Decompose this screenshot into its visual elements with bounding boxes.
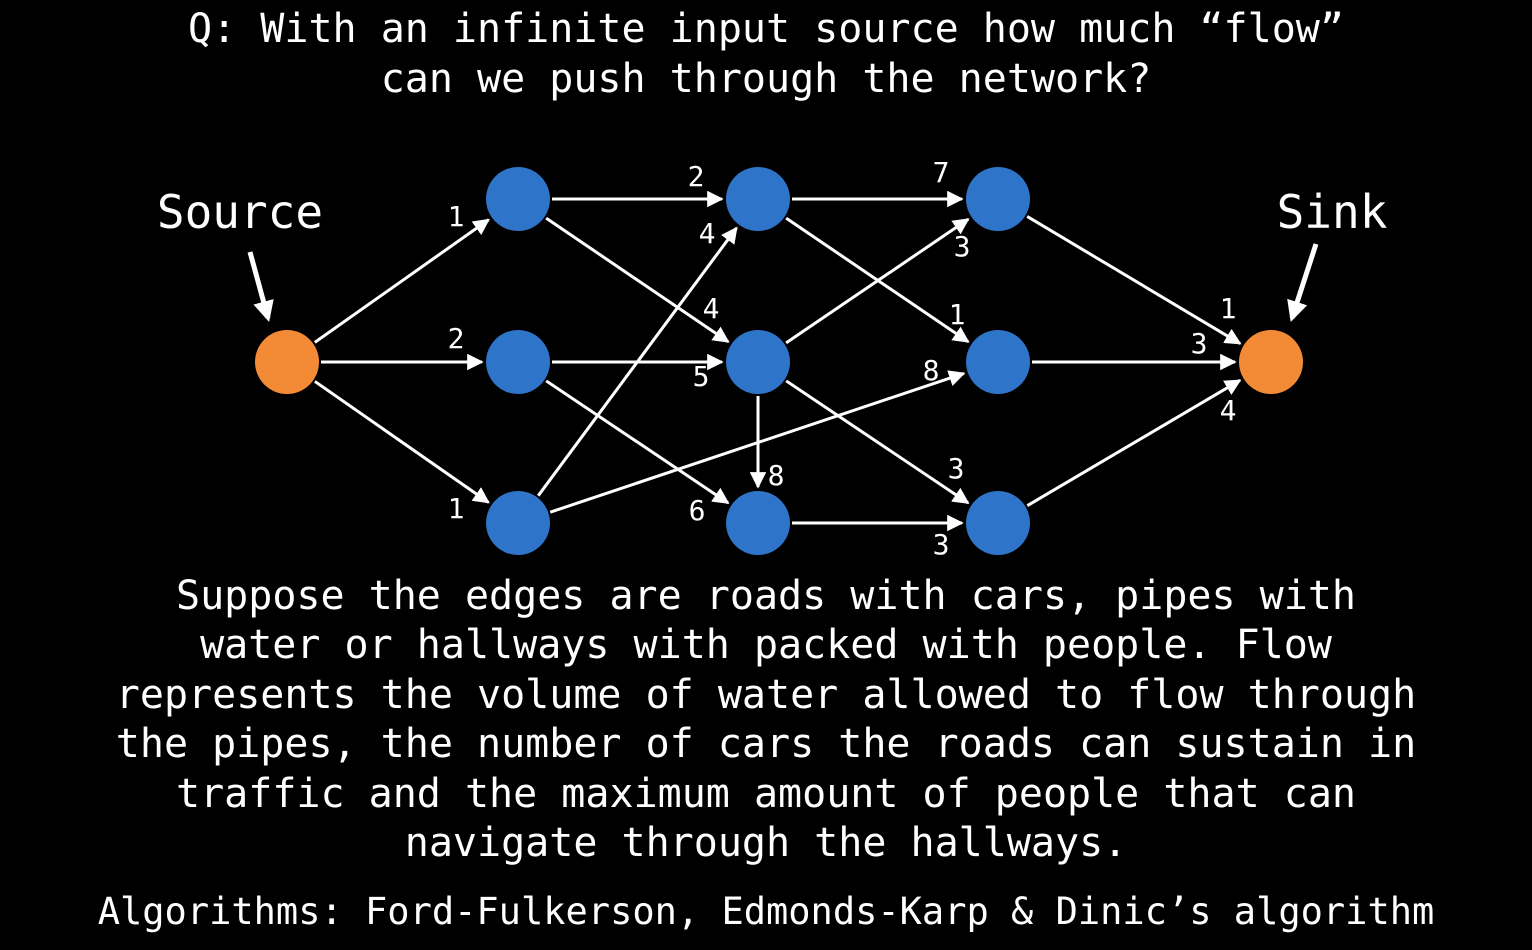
description-line-5: traffic and the maximum amount of people… xyxy=(175,770,1357,817)
capacity-label-b1-c1: 7 xyxy=(933,156,950,189)
capacity-label-a1-b2: 4 xyxy=(703,292,720,325)
edge-s-a3 xyxy=(314,380,490,504)
sink-pointer-arrow xyxy=(1287,243,1319,322)
capacity-label-b1-c2: 1 xyxy=(949,298,966,331)
capacity-label-s-a1: 1 xyxy=(448,200,465,233)
node-b1 xyxy=(726,167,790,231)
edge-a1-b2 xyxy=(545,216,730,344)
edge-c3-t xyxy=(1026,378,1242,508)
edge-a2-b3 xyxy=(545,379,730,505)
node-a1 xyxy=(486,167,550,231)
node-a3 xyxy=(486,491,550,555)
node-c1 xyxy=(966,167,1030,231)
sink-node xyxy=(1239,330,1303,394)
capacity-label-b2-c1: 3 xyxy=(954,230,971,263)
description-line-1: Suppose the edges are roads with cars, p… xyxy=(175,573,1357,619)
edge-s-a1 xyxy=(313,218,490,344)
node-a2 xyxy=(486,330,550,394)
capacity-label-b2-c3: 3 xyxy=(948,452,965,485)
question-text: Q: With an infinite input source how muc… xyxy=(0,4,1532,104)
capacity-label-s-a3: 1 xyxy=(448,492,465,525)
node-b3 xyxy=(726,491,790,555)
edge-c1-t xyxy=(1026,215,1242,345)
edge-b2-c3 xyxy=(785,379,970,505)
edges xyxy=(313,190,1242,532)
sink-label: Sink xyxy=(1277,185,1388,239)
capacity-label-a2-b3: 6 xyxy=(689,494,706,527)
source-label: Source xyxy=(157,185,323,239)
capacity-label-b2-b3: 8 xyxy=(768,459,785,492)
capacity-label-a1-b1: 2 xyxy=(688,160,705,193)
node-c2 xyxy=(966,330,1030,394)
capacity-label-a3-c2: 8 xyxy=(923,354,940,387)
capacity-label-c2-t: 3 xyxy=(1191,327,1208,360)
description-line-3: represents the volume of water allowed t… xyxy=(115,671,1417,718)
capacity-label-c3-t: 4 xyxy=(1220,394,1237,427)
nodes xyxy=(255,167,1303,555)
node-b2 xyxy=(726,330,790,394)
question-line-1: Q: With an infinite input source how muc… xyxy=(188,6,1344,52)
capacity-label-a3-b1: 4 xyxy=(699,217,716,250)
capacity-label-b3-c3: 3 xyxy=(933,528,950,561)
capacity-label-s-a2: 2 xyxy=(448,322,465,355)
edge-a3-b1 xyxy=(537,226,738,497)
description-line-2: water or hallways with packed with peopl… xyxy=(200,622,1332,669)
edge-b2-c1 xyxy=(785,217,970,345)
description-line-4: the pipes, the number of cars the roads … xyxy=(115,721,1417,768)
description-paragraph: Suppose the edges are roads with cars, p… xyxy=(0,572,1532,868)
source-node xyxy=(255,330,319,394)
description-line-6: navigate through the hallways. xyxy=(404,820,1128,867)
source-pointer-arrow xyxy=(247,251,274,323)
algorithms-line: Algorithms: Ford-Fulkerson, Edmonds-Karp… xyxy=(97,890,1435,933)
capacity-label-a2-b2: 5 xyxy=(693,360,710,393)
capacity-label-c1-t: 1 xyxy=(1220,292,1237,325)
question-line-2: can we push through the network? xyxy=(380,56,1152,102)
node-c3 xyxy=(966,491,1030,555)
